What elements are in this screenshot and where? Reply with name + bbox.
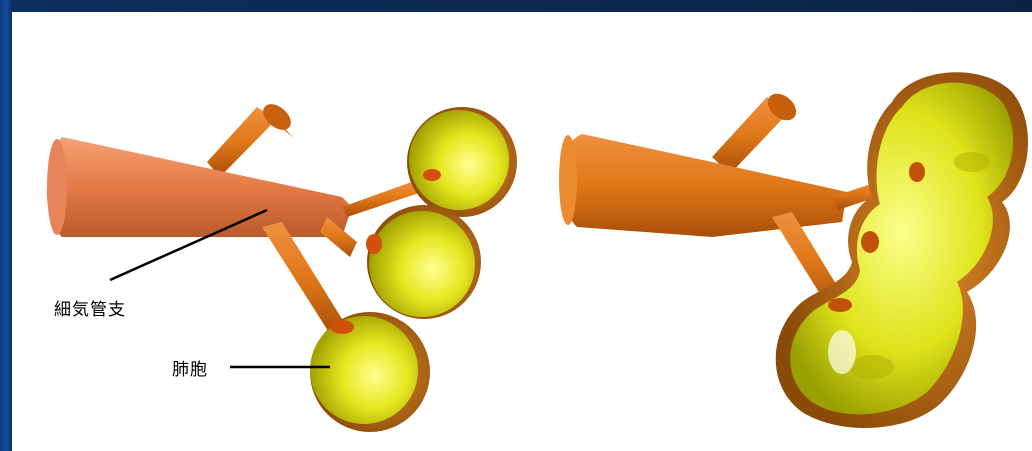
left-model [47, 99, 517, 432]
diagram-panel: 細気管支 肺胞 [12, 12, 1032, 451]
alveolus-bottom [310, 312, 430, 432]
right-main-bronchiole [560, 134, 847, 237]
bronchiole-alveoli-illustration [12, 12, 1032, 451]
alveolus-middle [366, 205, 481, 319]
alveolus-label: 肺胞 [172, 355, 208, 380]
alveolus-top [407, 107, 517, 217]
right-model [559, 72, 1028, 428]
bronchiole-label: 細気管支 [54, 295, 126, 320]
main-bronchiole [47, 137, 352, 237]
upper-branch [207, 107, 274, 177]
